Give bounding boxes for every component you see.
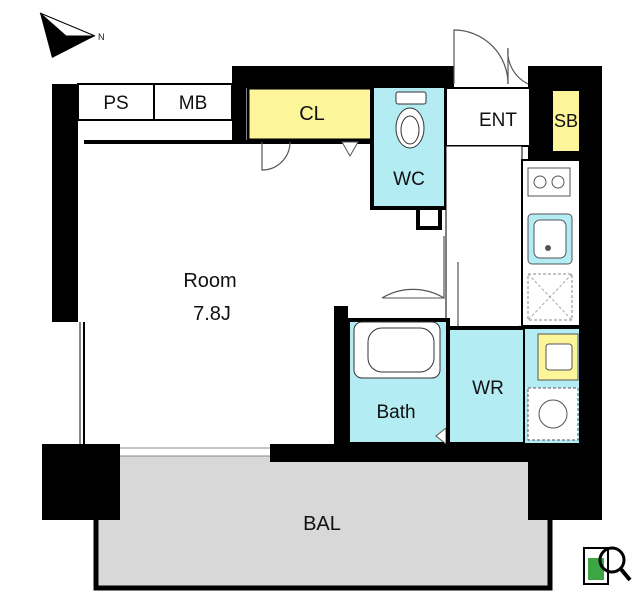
sb-label: SB — [554, 111, 578, 131]
entrance — [445, 87, 531, 147]
fridge-space — [527, 273, 573, 321]
hallway — [445, 145, 523, 329]
wc-label: WC — [393, 169, 425, 190]
cl-label: CL — [299, 103, 325, 125]
washroom — [446, 326, 532, 446]
sink-icon — [527, 213, 573, 265]
bathtub-icon — [353, 321, 441, 379]
room-size-label: 7.8J — [193, 303, 231, 325]
stove-icon — [527, 167, 571, 197]
balcony-area — [93, 449, 553, 591]
living-room — [84, 142, 334, 444]
washbasin-icon — [537, 333, 579, 381]
washing-machine-icon — [527, 387, 579, 441]
bath-label: Bath — [376, 402, 415, 423]
north-label: N — [98, 32, 105, 42]
ps-label: PS — [103, 93, 128, 114]
wr-label: WR — [472, 378, 504, 399]
ent-label: ENT — [479, 110, 517, 131]
logo-icon — [583, 546, 632, 585]
kitchen — [521, 159, 581, 327]
shoe-box — [551, 89, 581, 153]
closet — [246, 86, 374, 142]
mb-label: MB — [179, 93, 208, 114]
toilet-icon — [395, 91, 427, 149]
north-arrow-icon: N — [39, 12, 105, 58]
mb-space — [153, 83, 233, 121]
room-name-label: Room — [183, 270, 236, 292]
ps-space — [77, 83, 155, 121]
bal-label: BAL — [303, 513, 341, 535]
